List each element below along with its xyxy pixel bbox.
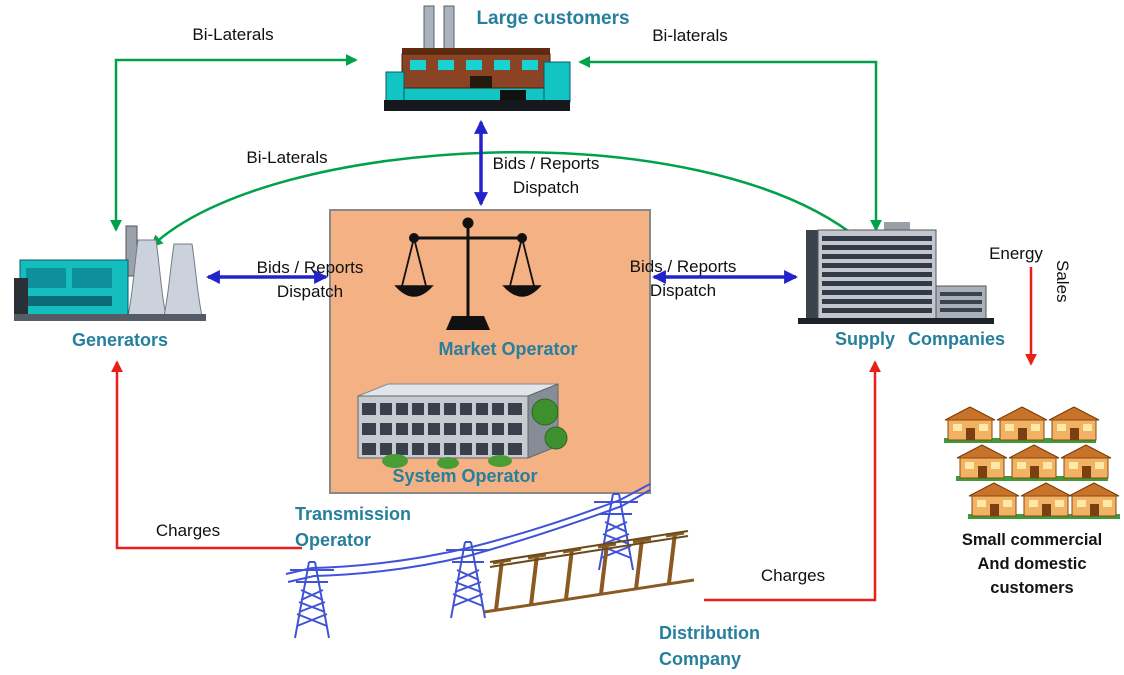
large-customers-illustration bbox=[384, 5, 571, 111]
bids-right-line2: Dispatch bbox=[649, 281, 717, 300]
small-customers-line2: And domestic bbox=[977, 555, 1087, 573]
bilaterals-arc-label: Bi-Laterals bbox=[246, 148, 328, 167]
charges-right-label: Charges bbox=[760, 566, 826, 585]
generators-illustration bbox=[14, 225, 206, 321]
bilaterals-top-right-label: Bi-laterals bbox=[652, 26, 728, 45]
generators-label: Generators bbox=[71, 330, 169, 350]
system-operator-label: System Operator bbox=[392, 466, 538, 486]
supply-companies-illustration bbox=[798, 222, 994, 324]
system-operator-illustration bbox=[357, 383, 568, 469]
charges-arrow-right bbox=[704, 360, 881, 602]
houses-illustration bbox=[944, 406, 1120, 519]
distribution-company-line1: Distribution bbox=[659, 623, 760, 643]
bids-top-label: Bids / Reports Dispatch bbox=[493, 152, 600, 200]
energy-label: Energy bbox=[989, 244, 1043, 263]
transmission-operator-line1: Transmission bbox=[295, 504, 412, 524]
market-operator-label: Market Operator bbox=[438, 339, 578, 359]
distribution-poles-illustration bbox=[483, 530, 695, 614]
supply-companies-label: Supply Companies bbox=[834, 329, 1006, 349]
bids-top-line1: Bids / Reports bbox=[492, 154, 600, 173]
sales-label: Sales bbox=[1053, 260, 1072, 303]
bilaterals-top-left-label: Bi-Laterals bbox=[192, 25, 274, 44]
large-customers-label: Large customers bbox=[476, 8, 630, 29]
transmission-operator-label: Transmission Operator bbox=[295, 501, 411, 553]
bilateral-arrow-right bbox=[578, 56, 882, 232]
bids-left-line1: Bids / Reports bbox=[256, 258, 364, 277]
charges-left-label: Charges bbox=[155, 521, 221, 540]
bids-right-line1: Bids / Reports bbox=[629, 257, 737, 276]
bids-left-label: Bids / Reports Dispatch bbox=[257, 256, 364, 304]
small-customers-line1: Small commercial bbox=[961, 531, 1103, 549]
transmission-operator-line2: Operator bbox=[295, 530, 372, 550]
bilateral-arrow-left bbox=[110, 54, 358, 232]
bids-right-label: Bids / Reports Dispatch bbox=[630, 255, 737, 303]
bids-left-line2: Dispatch bbox=[276, 282, 344, 301]
small-customers-line3: customers bbox=[990, 579, 1074, 597]
bids-top-line2: Dispatch bbox=[512, 178, 580, 197]
small-customers-label: Small commercial And domestic customers bbox=[962, 528, 1102, 600]
distribution-company-line2: Company bbox=[659, 649, 742, 669]
distribution-company-label: Distribution Company bbox=[659, 620, 760, 672]
charges-arrow-left bbox=[111, 360, 302, 550]
transmission-towers-illustration bbox=[285, 483, 651, 639]
scales-icon bbox=[394, 217, 542, 330]
